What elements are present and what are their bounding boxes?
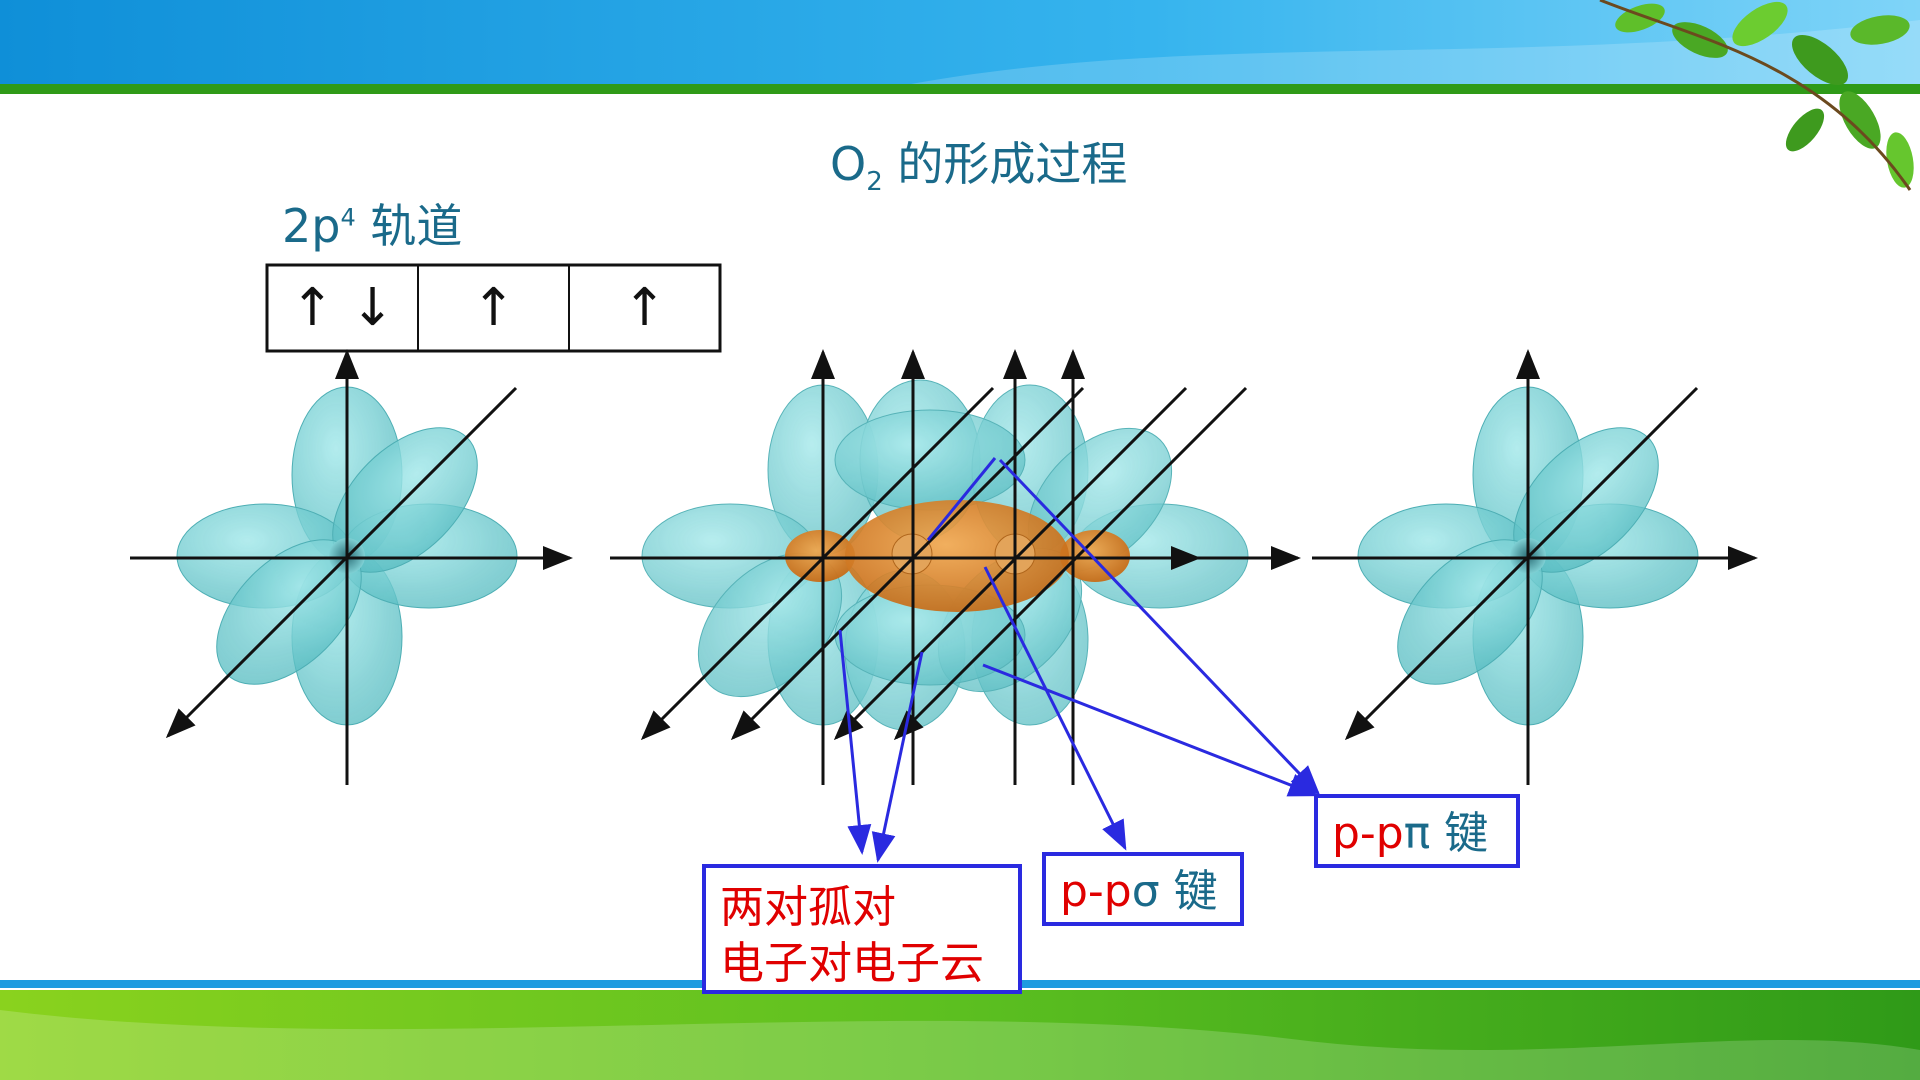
orbital-label-suffix: 轨道 — [355, 199, 463, 253]
top-banner — [0, 0, 1920, 94]
o2-molecule — [610, 349, 1301, 785]
pi-bond-label-box: p-pπ 键 — [1314, 794, 1520, 868]
bottom-banner — [0, 980, 1920, 1080]
left-oxygen-atom — [130, 349, 573, 785]
sigma-bond-label-suffix: 键 — [1159, 866, 1218, 917]
pointer-arrows — [838, 457, 1321, 863]
orbital-box-diagram — [265, 263, 722, 353]
title-subscript: 2 — [866, 167, 883, 198]
sigma-bond-label-pp: p-p — [1060, 866, 1132, 917]
lone-pair-label-line2: 电子对电子云 — [720, 938, 984, 989]
orbital-box-2-spins: ↑ — [471, 278, 516, 338]
title-suffix: 的形成过程 — [882, 137, 1128, 191]
sigma-bond-label-box: p-pσ 键 — [1042, 852, 1244, 926]
orbital-label-superscript: 4 — [340, 203, 356, 232]
lone-pair-label-line1: 两对孤对 — [720, 882, 896, 933]
orbital-box-1-spins: ↑ ↓ — [290, 278, 395, 338]
pi-bond-label-suffix: 键 — [1430, 808, 1489, 859]
orbital-label-prefix: 2p — [282, 199, 341, 253]
leaves-decoration — [1599, 0, 1914, 191]
title-prefix: O — [830, 137, 867, 191]
orbital-label: 2p4 轨道 — [282, 190, 462, 256]
orbital-box-3-spins: ↑ — [622, 278, 667, 338]
sigma-bond-label-symbol: σ — [1131, 866, 1160, 917]
pi-bond-label-pp: p-p — [1332, 808, 1404, 859]
lone-pair-label-box: 两对孤对 电子对电子云 — [702, 864, 1022, 994]
slide-title: O2 的形成过程 — [830, 128, 1127, 197]
right-oxygen-atom — [1312, 349, 1758, 785]
pi-bond-label-symbol: π — [1403, 808, 1431, 859]
